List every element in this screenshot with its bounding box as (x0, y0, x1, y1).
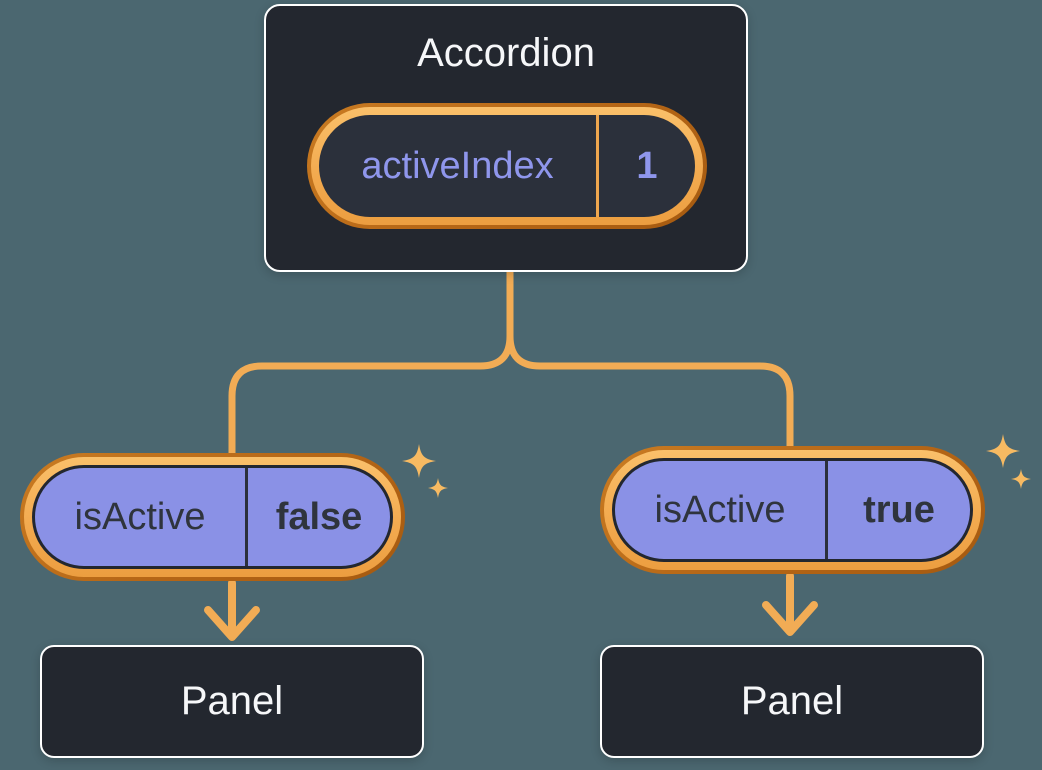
pill-divider (596, 115, 599, 217)
sparkle-icon (986, 434, 1020, 468)
connector-right-branch (506, 268, 794, 452)
prop-pill-isactive-right: isActive true (600, 446, 985, 574)
accordion-box: Accordion activeIndex 1 (264, 4, 748, 272)
accordion-title: Accordion (417, 31, 595, 75)
state-value: 1 (636, 144, 658, 187)
state-pill-activeindex: activeIndex 1 (307, 103, 707, 229)
connector-left-branch (228, 268, 514, 460)
arrow-head (762, 601, 818, 636)
sparkle-icon (428, 478, 448, 498)
prop-name-label: isActive (74, 495, 206, 538)
arrow-head (204, 606, 260, 641)
pill-divider (825, 461, 828, 559)
prop-pill-isactive-left: isActive false (20, 453, 405, 581)
prop-pill-ring: isActive false (24, 457, 401, 577)
prop-value: false (275, 495, 363, 538)
prop-name-label: isActive (654, 488, 786, 531)
arrow-down-icon (204, 579, 260, 641)
panel-box-left: Panel (40, 645, 424, 758)
arrow-down-icon (762, 572, 818, 636)
state-pill-body: activeIndex 1 (319, 115, 695, 217)
prop-pill-body: isActive false (32, 465, 393, 569)
panel-box-right: Panel (600, 645, 984, 758)
state-pill-ring: activeIndex 1 (311, 107, 703, 225)
panel-title: Panel (740, 679, 844, 723)
sparkle-icon (1011, 469, 1031, 489)
panel-title: Panel (180, 679, 284, 723)
pill-divider (245, 468, 248, 566)
prop-value: true (863, 488, 935, 531)
state-name-label: activeIndex (361, 144, 554, 187)
prop-pill-ring: isActive true (604, 450, 981, 570)
sparkle-icon (402, 444, 436, 478)
prop-pill-body: isActive true (612, 458, 973, 562)
